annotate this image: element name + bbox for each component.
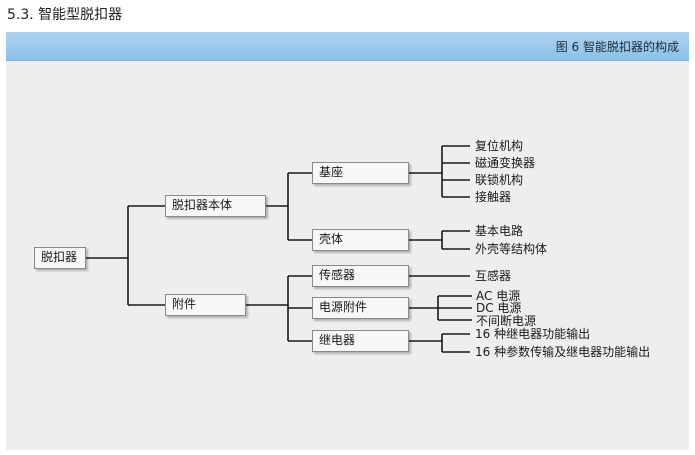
figure-caption: 图 6 智能脱扣器的构成 — [555, 40, 679, 54]
figure-header: 图 6 智能脱扣器的构成 — [6, 32, 689, 61]
node-power-accessory: 电源附件 — [312, 297, 409, 319]
node-relay: 继电器 — [312, 330, 409, 352]
leaf-dc-power: DC 电源 — [476, 301, 522, 315]
node-accessory: 附件 — [165, 294, 246, 316]
leaf-ac-power: AC 电源 — [476, 289, 521, 303]
node-shell: 壳体 — [312, 229, 409, 251]
leaf-transformer: 互感器 — [475, 269, 512, 283]
leaf-contactor: 接触器 — [475, 190, 512, 204]
leaf-flux-converter: 磁通变换器 — [475, 156, 536, 170]
leaf-reset-mechanism: 复位机构 — [475, 139, 524, 153]
leaf-ups: 不间断电源 — [476, 314, 537, 328]
leaf-param-transfer-16: 16 种参数传输及继电器功能输出 — [475, 345, 651, 359]
node-tripper-body: 脱扣器本体 — [165, 195, 266, 217]
leaf-basic-circuit: 基本电路 — [475, 224, 524, 238]
node-tripper: 脱扣器 — [34, 247, 86, 269]
node-base: 基座 — [312, 162, 409, 184]
section-title: 5.3. 智能型脱扣器 — [7, 7, 123, 23]
leaf-relay-output-16: 16 种继电器功能输出 — [475, 327, 591, 341]
leaf-interlock-mechanism: 联锁机构 — [475, 173, 524, 187]
leaf-housing-structure: 外壳等结构体 — [475, 242, 548, 256]
node-sensor: 传感器 — [312, 265, 409, 287]
